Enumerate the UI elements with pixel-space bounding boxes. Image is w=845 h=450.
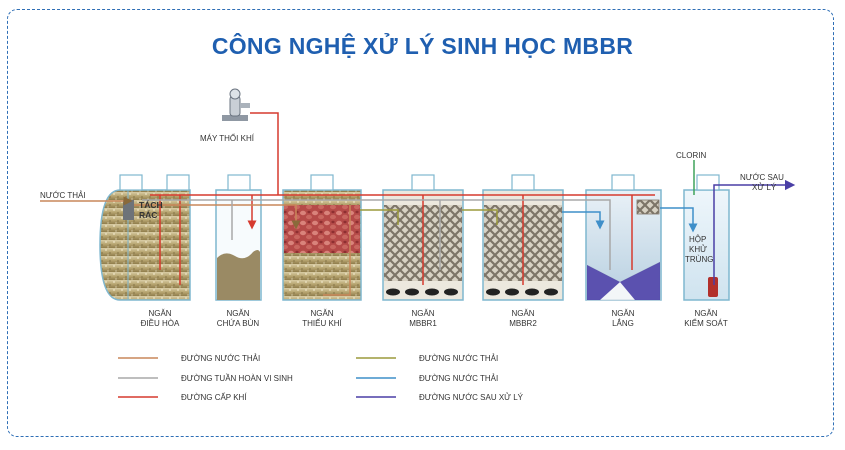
legend-label: ĐƯỜNG NƯỚC THẢI <box>181 354 260 363</box>
legend-item: ĐƯỜNG NƯỚC THẢI <box>118 354 260 363</box>
tank-label-line2: MBBR1 <box>409 319 437 328</box>
legend-item: ĐƯỜNG TUẦN HOÀN VI SINH <box>118 373 293 383</box>
legend-item: ĐƯỜNG CẤP KHÍ <box>118 392 247 402</box>
diagram-title: CÔNG NGHỆ XỬ LÝ SINH HỌC MBBR <box>211 33 634 59</box>
waste-water-line <box>40 196 351 296</box>
tank-labels: NGĂN ĐIỀU HÒA NGĂN CHỨA BÙN NGĂN THIẾU K… <box>141 309 728 328</box>
tank-label-line1: NGĂN <box>694 309 717 318</box>
legend-label: ĐƯỜNG NƯỚC THẢI <box>419 354 498 363</box>
tank-sludge <box>215 174 262 301</box>
tank-label-line1: NGĂN <box>411 309 434 318</box>
chlorine-label: CLORIN <box>676 151 706 160</box>
tank-label-line1: NGĂN <box>148 309 171 318</box>
tank-equalization <box>99 174 191 301</box>
inlet-label: NƯỚC THẢI <box>40 191 86 200</box>
tank-label-line1: NGĂN <box>226 309 249 318</box>
legend-item: ĐƯỜNG NƯỚC THẢI <box>356 374 498 383</box>
outlet-label-2: XỬ LÝ <box>752 183 777 192</box>
sludge-fill <box>217 250 260 300</box>
waste-water-line-2 <box>360 209 498 225</box>
outlet-label-1: NƯỚC SAU <box>740 173 784 182</box>
waste-water-line-3 <box>562 207 698 233</box>
screen-label-1: TÁCH <box>139 200 163 210</box>
tank-label-line1: NGĂN <box>611 309 634 318</box>
disinfect-label-1: HỘP <box>689 235 706 244</box>
dashed-frame <box>7 9 834 437</box>
pump-icon <box>708 277 718 297</box>
tank-label-line2: KIỂM SOÁT <box>684 319 728 328</box>
screen-label-2: RÁC <box>139 210 157 220</box>
tank-label-line2: ĐIỀU HÒA <box>141 318 180 328</box>
tank-label-line2: CHỨA BÙN <box>217 319 260 328</box>
legend-label: ĐƯỜNG NƯỚC THẢI <box>419 374 498 383</box>
tank-label-line2: THIẾU KHÍ <box>302 318 342 328</box>
tank-label-line1: NGĂN <box>511 309 534 318</box>
disinfect-label-2: KHỬ <box>689 245 707 254</box>
legend-item: ĐƯỜNG NƯỚC SAU XỬ LÝ <box>356 393 524 402</box>
treated-water-line <box>713 179 796 285</box>
screen-box <box>123 200 134 220</box>
tank-label-line1: NGĂN <box>310 309 333 318</box>
blower-icon <box>222 88 250 121</box>
legend: ĐƯỜNG NƯỚC THẢI ĐƯỜNG TUẦN HOÀN VI SINH … <box>118 354 524 402</box>
disinfect-label-3: TRÙNG <box>685 255 713 264</box>
tank-settling <box>585 174 662 301</box>
legend-item: ĐƯỜNG NƯỚC THẢI <box>356 354 498 363</box>
legend-label: ĐƯỜNG TUẦN HOÀN VI SINH <box>181 373 293 383</box>
blower-label: MÁY THỔI KHÍ <box>200 134 255 143</box>
recirculation-line <box>142 199 611 270</box>
legend-label: ĐƯỜNG NƯỚC SAU XỬ LÝ <box>419 393 524 402</box>
tank-label-line2: MBBR2 <box>509 319 537 328</box>
legend-label: ĐƯỜNG CẤP KHÍ <box>181 392 247 402</box>
tank-label-line2: LẮNG <box>612 319 634 328</box>
